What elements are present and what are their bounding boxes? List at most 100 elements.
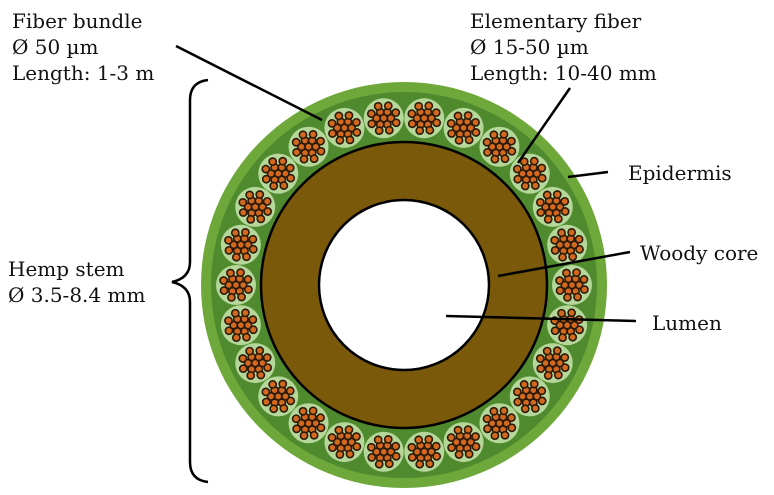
elementary-fiber bbox=[292, 424, 301, 434]
elementary-fiber bbox=[407, 442, 417, 452]
elementary-fiber bbox=[263, 207, 273, 216]
elementary-fiber bbox=[507, 136, 516, 146]
elementary-fiber bbox=[553, 370, 563, 380]
elementary-fiber bbox=[529, 379, 539, 389]
elementary-fiber bbox=[530, 181, 540, 190]
elementary-fiber bbox=[248, 234, 258, 244]
elementary-fiber bbox=[415, 126, 425, 136]
elementary-fiber bbox=[463, 425, 473, 435]
elementary-fiber bbox=[499, 406, 509, 416]
elementary-fiber bbox=[414, 435, 424, 445]
elementary-fiber bbox=[552, 346, 562, 356]
elementary-fiber bbox=[513, 174, 523, 184]
elementary-fiber bbox=[391, 451, 401, 461]
elementary-fiber bbox=[345, 135, 355, 145]
elementary-fiber bbox=[366, 442, 376, 452]
elementary-fiber bbox=[537, 173, 547, 183]
elementary-fiber bbox=[327, 118, 337, 128]
fiber-bundle-leader bbox=[175, 44, 323, 122]
elementary-fiber bbox=[489, 130, 499, 140]
elementary-fiber bbox=[373, 435, 383, 445]
elementary-fiber bbox=[558, 252, 567, 262]
elementary-fiber bbox=[489, 406, 499, 416]
elementary-fiber bbox=[230, 308, 240, 318]
elementary-fiber bbox=[383, 101, 393, 111]
elementary-fiber bbox=[536, 364, 546, 374]
elementary-fiber bbox=[308, 406, 318, 416]
elementary-fiber bbox=[366, 109, 376, 119]
elementary-fiber bbox=[543, 214, 553, 224]
elementary-fiber bbox=[446, 433, 456, 442]
elementary-fiber bbox=[238, 198, 248, 207]
elementary-fiber bbox=[224, 316, 233, 326]
elementary-fiber bbox=[471, 117, 480, 127]
elementary-fiber bbox=[512, 164, 522, 174]
elementary-fiber bbox=[243, 275, 253, 284]
hemp-stem-diameter: Ø 3.5-8.4 mm bbox=[8, 283, 146, 307]
elementary-fiber bbox=[560, 353, 570, 362]
elementary-fiber bbox=[550, 326, 560, 336]
elementary-fiber bbox=[367, 452, 377, 462]
elementary-fiber bbox=[309, 154, 319, 164]
elementary-fiber bbox=[268, 380, 278, 389]
elementary-fiber bbox=[512, 387, 522, 397]
elementary-fiber bbox=[482, 137, 492, 147]
elementary-fiber bbox=[414, 101, 424, 111]
elementary-fiber bbox=[219, 276, 229, 285]
elementary-fiber bbox=[299, 154, 309, 164]
elementary-fiber bbox=[574, 234, 584, 244]
elementary-fiber bbox=[562, 268, 571, 278]
elementary-fiber bbox=[261, 397, 271, 407]
elementary-fiber bbox=[373, 101, 383, 111]
elementary-fiber bbox=[464, 135, 474, 145]
fiber-bundle-diameter: Ø 50 µm bbox=[12, 35, 99, 59]
elementary-fiber bbox=[464, 449, 474, 459]
elementary-fiber bbox=[560, 363, 570, 372]
elementary-fiber bbox=[316, 136, 325, 146]
elementary-fiber bbox=[557, 308, 566, 318]
elementary-fiber bbox=[374, 126, 384, 136]
elementary-fiber bbox=[415, 459, 425, 469]
elementary-fiber bbox=[269, 181, 279, 191]
elementary-fiber bbox=[242, 252, 251, 262]
elementary-fiber bbox=[279, 181, 289, 190]
elementary-fiber bbox=[407, 119, 417, 129]
elementary-fiber bbox=[224, 245, 234, 255]
elementary-fiber bbox=[572, 268, 581, 278]
elementary-fiber bbox=[579, 285, 589, 294]
elementary-fiber bbox=[344, 425, 354, 435]
elementary-fiber bbox=[529, 156, 539, 166]
elementary-fiber bbox=[255, 346, 265, 356]
elementary-fiber bbox=[535, 198, 545, 207]
epidermis-label: Epidermis bbox=[628, 160, 732, 186]
lumen-leader bbox=[445, 314, 637, 323]
elementary-fiber bbox=[535, 354, 545, 363]
elementary-fiber bbox=[248, 325, 258, 335]
elementary-fiber bbox=[242, 332, 251, 342]
elementary-fiber bbox=[278, 156, 288, 166]
elementary-fiber bbox=[543, 371, 553, 380]
elementary-fiber bbox=[425, 459, 435, 469]
woody-core-leader bbox=[497, 250, 631, 278]
elementary-fiber bbox=[567, 227, 577, 237]
elementary-fiber bbox=[261, 164, 271, 174]
elementary-fiber bbox=[255, 190, 265, 199]
elementary-fiber bbox=[391, 118, 401, 128]
elementary-fiber bbox=[352, 442, 362, 452]
elementary-fiber bbox=[537, 396, 547, 406]
elementary-fiber bbox=[432, 118, 442, 128]
elementary-fiber bbox=[425, 125, 435, 135]
elementary-fiber bbox=[537, 386, 547, 396]
elementary-fiber bbox=[542, 190, 552, 200]
elementary-fiber bbox=[374, 459, 384, 469]
elementary-fiber bbox=[424, 434, 434, 444]
elementary-fiber bbox=[241, 227, 250, 237]
elementary-fiber bbox=[454, 450, 464, 459]
elementary-fiber bbox=[292, 147, 301, 157]
elementary-fiber bbox=[560, 196, 570, 206]
elementary-fiber bbox=[262, 353, 272, 362]
elementary-fiber bbox=[299, 431, 309, 441]
elementary-fiber bbox=[557, 228, 566, 238]
elementary-fiber bbox=[248, 244, 258, 254]
elementary-fiber bbox=[537, 163, 547, 173]
